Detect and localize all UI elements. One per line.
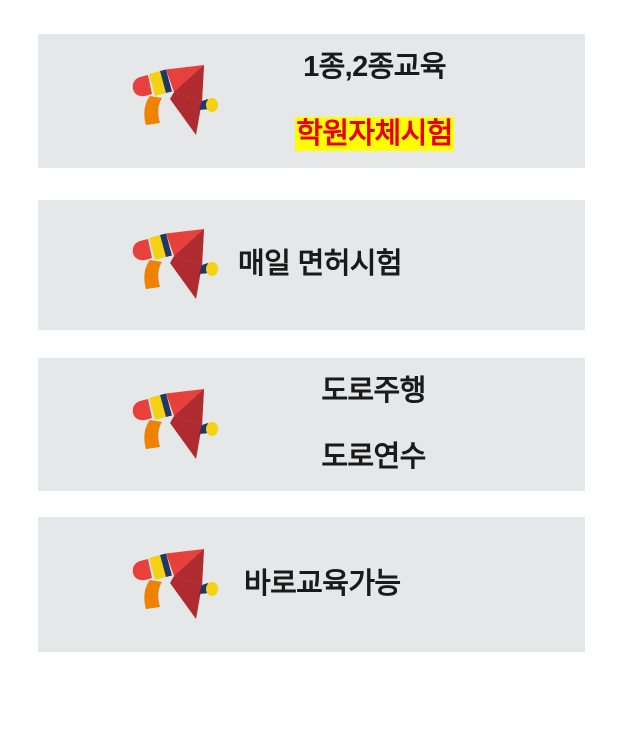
promo-card-3-line-2: 도로연수 — [321, 441, 426, 474]
megaphone-icon — [132, 229, 218, 299]
megaphone-icon-slot-4 — [123, 517, 228, 652]
megaphone-icon — [132, 65, 218, 135]
promo-card-2-line-1: 매일 면허시험 — [238, 248, 403, 281]
megaphone-icon — [132, 548, 218, 619]
promo-card-1[interactable]: 1종,2종교육 학원자체시험 — [38, 34, 585, 168]
promo-card-4[interactable]: 바로교육가능 — [38, 517, 585, 652]
promo-card-2-text: 매일 면허시험 — [228, 215, 585, 314]
promo-card-2[interactable]: 매일 면허시험 — [38, 200, 585, 330]
promo-card-1-line-1: 1종,2종교육 — [303, 50, 446, 83]
promo-card-1-text: 1종,2종교육 학원자체시험 — [228, 18, 585, 185]
promo-card-3[interactable]: 도로주행 도로연수 — [38, 358, 585, 491]
promo-card-3-text: 도로주행 도로연수 — [228, 342, 585, 507]
megaphone-icon-slot-3 — [123, 358, 228, 491]
promo-card-3-line-1: 도로주행 — [321, 374, 426, 407]
megaphone-icon-slot-2 — [123, 200, 228, 330]
megaphone-icon — [132, 388, 218, 459]
promo-card-4-line-1: 바로교육가능 — [244, 567, 401, 600]
promo-card-4-text: 바로교육가능 — [228, 535, 585, 634]
megaphone-icon-slot-1 — [123, 34, 228, 168]
promo-card-1-line-2-highlight: 학원자체시험 — [295, 116, 454, 152]
